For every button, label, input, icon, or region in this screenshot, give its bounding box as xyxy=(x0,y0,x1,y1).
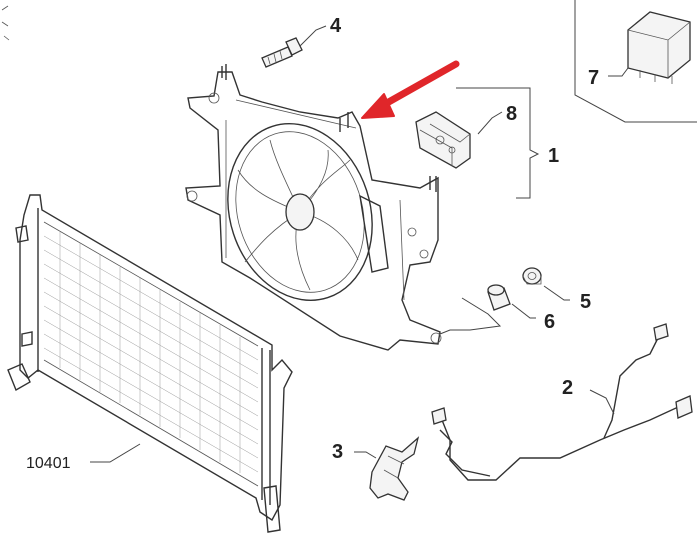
leader-lines xyxy=(90,25,629,463)
callout-5: 5 xyxy=(580,291,591,313)
bolt-part-4 xyxy=(261,37,303,68)
fan-shroud-part-1 xyxy=(185,64,442,351)
corner-mark xyxy=(1,5,10,41)
callout-4: 4 xyxy=(330,15,342,37)
radiator-part-10401 xyxy=(7,194,293,533)
callout-6: 6 xyxy=(544,311,555,333)
callout-2: 2 xyxy=(562,377,573,399)
relay-part-7 xyxy=(627,11,691,84)
harness-part-2 xyxy=(431,323,693,481)
callout-8: 8 xyxy=(506,103,517,125)
spacer-part-6 xyxy=(487,284,511,311)
callout-7: 7 xyxy=(588,67,599,89)
bracket-part-8 xyxy=(415,111,471,169)
bushing-part-5 xyxy=(522,267,542,285)
red-arrow-icon xyxy=(361,60,460,119)
callout-3: 3 xyxy=(332,441,343,463)
callout-10401: 10401 xyxy=(26,455,71,472)
callout-1: 1 xyxy=(548,145,559,167)
relay-inset-box xyxy=(574,0,697,123)
clamp-part-3 xyxy=(369,436,420,501)
